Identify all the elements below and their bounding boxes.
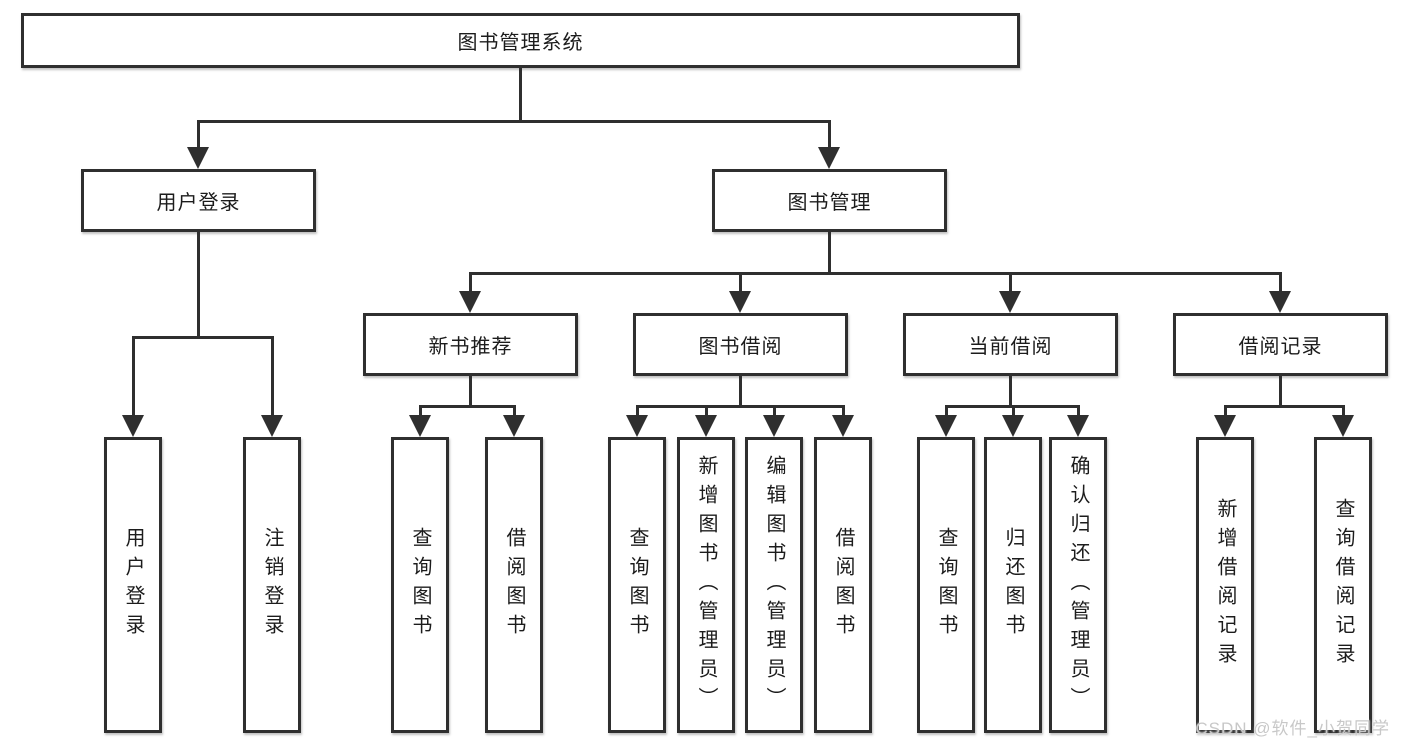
connector-line bbox=[513, 405, 516, 417]
connector-line bbox=[419, 405, 422, 417]
arrowhead-icon bbox=[818, 147, 840, 169]
arrowhead-icon bbox=[626, 415, 648, 437]
connector-line bbox=[1224, 405, 1344, 408]
arrowhead-icon bbox=[459, 291, 481, 313]
leaf-add-borrow-record: 新增借阅记录 bbox=[1196, 437, 1254, 733]
node-borrowing-records: 借阅记录 bbox=[1173, 313, 1388, 376]
arrowhead-icon bbox=[832, 415, 854, 437]
node-book-borrowing: 图书借阅 bbox=[633, 313, 848, 376]
connector-line bbox=[1224, 405, 1227, 417]
connector-line bbox=[271, 336, 274, 417]
connector-line bbox=[469, 272, 472, 293]
arrowhead-icon bbox=[999, 291, 1021, 313]
arrowhead-icon bbox=[729, 291, 751, 313]
node-library-management-system: 图书管理系统 bbox=[21, 13, 1020, 68]
connector-line bbox=[1077, 405, 1080, 417]
connector-line bbox=[842, 405, 845, 417]
connector-line bbox=[705, 405, 708, 417]
connector-line bbox=[636, 405, 844, 408]
node-label: 用户登录 bbox=[122, 527, 144, 643]
connector-line bbox=[636, 405, 639, 417]
arrowhead-icon bbox=[122, 415, 144, 437]
connector-line bbox=[1009, 376, 1012, 405]
node-label: 图书借阅 bbox=[698, 336, 783, 358]
connector-line bbox=[469, 272, 1281, 275]
node-label: 归还图书 bbox=[1002, 527, 1024, 643]
leaf-logout: 注销登录 bbox=[243, 437, 301, 733]
node-current-borrowing: 当前借阅 bbox=[903, 313, 1118, 376]
arrowhead-icon bbox=[1269, 291, 1291, 313]
arrowhead-icon bbox=[503, 415, 525, 437]
arrowhead-icon bbox=[695, 415, 717, 437]
node-label: 注销登录 bbox=[261, 527, 283, 643]
connector-line bbox=[519, 68, 522, 120]
leaf-query-borrow-record: 查询借阅记录 bbox=[1314, 437, 1372, 733]
arrowhead-icon bbox=[1214, 415, 1236, 437]
connector-line bbox=[828, 232, 831, 272]
node-label: 新增借阅记录 bbox=[1214, 498, 1236, 672]
arrowhead-icon bbox=[261, 415, 283, 437]
connector-line bbox=[132, 336, 274, 339]
arrowhead-icon bbox=[409, 415, 431, 437]
connector-line bbox=[828, 120, 831, 148]
connector-line bbox=[197, 120, 200, 148]
node-label: 新书推荐 bbox=[428, 336, 513, 358]
connector-line bbox=[197, 232, 200, 336]
node-label: 图书管理系统 bbox=[457, 32, 584, 54]
node-label: 查询图书 bbox=[935, 527, 957, 643]
connector-line bbox=[739, 272, 742, 293]
leaf-query-books-borrowing: 查询图书 bbox=[608, 437, 666, 733]
arrowhead-icon bbox=[1002, 415, 1024, 437]
connector-line bbox=[773, 405, 776, 417]
node-user-login: 用户登录 bbox=[81, 169, 316, 232]
connector-line bbox=[739, 376, 742, 405]
arrowhead-icon bbox=[1067, 415, 1089, 437]
node-label: 查询借阅记录 bbox=[1332, 498, 1354, 672]
node-label: 当前借阅 bbox=[968, 336, 1053, 358]
connector-line bbox=[1012, 405, 1015, 417]
leaf-confirm-return-admin: 确认归还（管理员） bbox=[1049, 437, 1107, 733]
arrowhead-icon bbox=[935, 415, 957, 437]
leaf-user-login: 用户登录 bbox=[104, 437, 162, 733]
node-label: 借阅图书 bbox=[832, 527, 854, 643]
node-label: 用户登录 bbox=[156, 192, 241, 214]
connector-line bbox=[132, 336, 135, 417]
node-label: 确认归还（管理员） bbox=[1067, 454, 1089, 716]
leaf-borrow-books: 借阅图书 bbox=[814, 437, 872, 733]
node-label: 图书管理 bbox=[787, 192, 872, 214]
node-label: 查询图书 bbox=[626, 527, 648, 643]
leaf-query-books-current: 查询图书 bbox=[917, 437, 975, 733]
node-label: 借阅图书 bbox=[503, 527, 525, 643]
node-label: 新增图书（管理员） bbox=[695, 454, 717, 716]
watermark: CSDN @软件_小贺同学 bbox=[1195, 719, 1390, 738]
node-label: 编辑图书（管理员） bbox=[763, 454, 785, 716]
connector-line bbox=[1279, 272, 1282, 293]
leaf-borrow-books-recommend: 借阅图书 bbox=[485, 437, 543, 733]
leaf-query-books-recommend: 查询图书 bbox=[391, 437, 449, 733]
arrowhead-icon bbox=[763, 415, 785, 437]
connector-line bbox=[945, 405, 948, 417]
arrowhead-icon bbox=[1332, 415, 1354, 437]
node-book-management: 图书管理 bbox=[712, 169, 947, 232]
leaf-return-books: 归还图书 bbox=[984, 437, 1042, 733]
connector-line bbox=[419, 405, 516, 408]
connector-line bbox=[197, 120, 831, 123]
node-label: 查询图书 bbox=[409, 527, 431, 643]
node-new-book-recommendation: 新书推荐 bbox=[363, 313, 578, 376]
leaf-edit-books-admin: 编辑图书（管理员） bbox=[745, 437, 803, 733]
leaf-add-books-admin: 新增图书（管理员） bbox=[677, 437, 735, 733]
connector-line bbox=[1279, 376, 1282, 405]
arrowhead-icon bbox=[187, 147, 209, 169]
connector-line bbox=[1342, 405, 1345, 417]
connector-line bbox=[469, 376, 472, 405]
connector-line bbox=[1009, 272, 1012, 293]
node-label: 借阅记录 bbox=[1238, 336, 1323, 358]
